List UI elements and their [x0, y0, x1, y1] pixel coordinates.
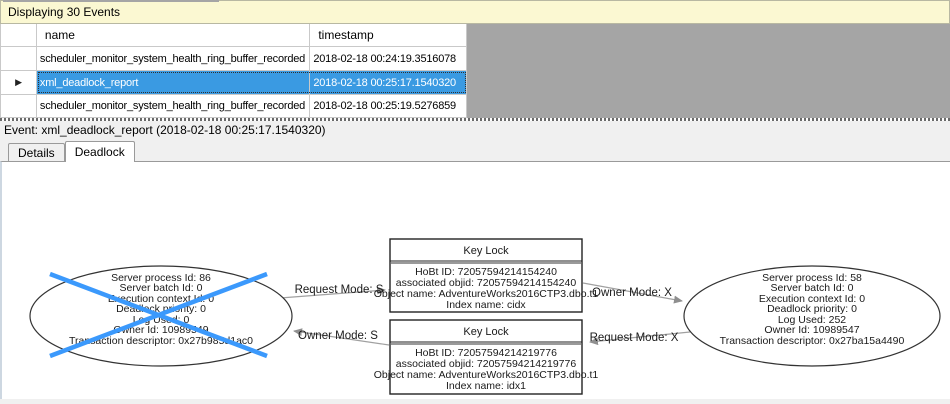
event-detail-label: Event: xml_deadlock_report (2018-02-18 0… — [4, 123, 326, 137]
detail-tabstrip: Details Deadlock — [0, 139, 950, 162]
column-header-timestamp[interactable]: timestamp — [310, 24, 467, 47]
process-node-victim[interactable]: Server process Id: 86 Server batch Id: 0… — [29, 265, 293, 367]
process-node[interactable]: Server process Id: 58 Server batch Id: 0… — [683, 265, 941, 367]
process-left-line: Server batch Id: 0 — [120, 282, 203, 294]
events-count-bar: Displaying 30 Events — [0, 0, 950, 24]
victim-cross-icon — [49, 271, 268, 359]
row-selector-cell[interactable] — [1, 95, 37, 118]
event-name-cell[interactable]: scheduler_monitor_system_health_ring_buf… — [36, 95, 311, 118]
current-row-arrow-icon: ▶ — [15, 77, 22, 87]
row-selector-cell[interactable] — [1, 47, 37, 71]
edge-request-s: Request Mode: S — [279, 284, 386, 299]
horizontal-splitter[interactable] — [0, 118, 950, 121]
events-grid: name timestamp scheduler_monitor_system_… — [0, 24, 467, 118]
events-count-label: Displaying 30 Events — [8, 5, 121, 19]
resource-bottom-line: HoBt ID: 72057594214219776 — [415, 347, 557, 359]
tab-details[interactable]: Details — [8, 143, 65, 161]
resource-top-line: Object name: AdventureWorks2016CTP3.dbo.… — [374, 288, 599, 300]
grid-header-row: name timestamp — [1, 24, 467, 47]
resource-bottom-line: Index name: idx1 — [446, 380, 526, 392]
table-row[interactable]: scheduler_monitor_system_health_ring_buf… — [1, 95, 467, 118]
process-right-line: Log Used: 252 — [778, 314, 846, 326]
table-row-selected[interactable]: ▶ xml_deadlock_report 2018-02-18 00:25:1… — [1, 71, 467, 95]
resource-bottom-title: Key Lock — [463, 326, 509, 338]
event-name-cell[interactable]: xml_deadlock_report — [36, 71, 311, 95]
resource-node-keylock-bottom[interactable]: Key Lock HoBt ID: 72057594214219776 asso… — [374, 319, 599, 395]
event-name-cell[interactable]: scheduler_monitor_system_health_ring_buf… — [36, 47, 311, 71]
process-left-line: Server process Id: 86 — [111, 272, 211, 284]
events-grid-area: name timestamp scheduler_monitor_system_… — [0, 24, 950, 118]
top-edge-sliver — [3, 0, 219, 2]
edge-owner-s-label: Owner Mode: S — [298, 330, 378, 342]
event-timestamp-cell[interactable]: 2018-02-18 00:25:17.1540320 — [310, 71, 467, 95]
column-header-name[interactable]: name — [36, 24, 311, 47]
process-right-line: Transaction descriptor: 0x27ba15a4490 — [720, 335, 905, 347]
resource-bottom-line: Object name: AdventureWorks2016CTP3.dbo.… — [374, 369, 599, 381]
resource-bottom-line: associated objid: 72057594214219776 — [396, 358, 577, 370]
event-timestamp-cell[interactable]: 2018-02-18 00:25:19.5276859 — [310, 95, 467, 118]
row-selector-header — [1, 24, 37, 47]
process-right-line: Execution context Id: 0 — [759, 293, 865, 305]
process-right-line: Server process Id: 58 — [762, 272, 862, 284]
table-row[interactable]: scheduler_monitor_system_health_ring_buf… — [1, 47, 467, 71]
event-detail-bar: Event: xml_deadlock_report (2018-02-18 0… — [0, 121, 950, 139]
tab-deadlock-label: Deadlock — [74, 145, 125, 159]
edge-request-x: Request Mode: X — [589, 331, 691, 346]
resource-top-line: Index name: cidx — [446, 299, 526, 311]
row-selector-cell[interactable]: ▶ — [1, 71, 37, 95]
edge-owner-s: Owner Mode: S — [293, 328, 390, 346]
edge-owner-x-label: Owner Mode: X — [592, 287, 672, 299]
deadlock-graph: Request Mode: S Owner Mode: S Owner Mode… — [29, 238, 941, 395]
tab-deadlock[interactable]: Deadlock — [64, 141, 135, 162]
tab-details-label: Details — [18, 145, 55, 160]
process-right-line: Server batch Id: 0 — [771, 282, 854, 294]
resource-node-keylock-top[interactable]: Key Lock HoBt ID: 72057594214154240 asso… — [374, 238, 599, 313]
edge-owner-x: Owner Mode: X — [582, 282, 683, 304]
deadlock-graph-panel: Request Mode: S Owner Mode: S Owner Mode… — [0, 161, 950, 399]
event-timestamp-cell[interactable]: 2018-02-18 00:24:19.3516078 — [310, 47, 467, 71]
resource-top-title: Key Lock — [463, 245, 509, 257]
resource-top-line: associated objid: 72057594214154240 — [396, 277, 577, 289]
edge-request-x-label: Request Mode: X — [590, 332, 679, 344]
process-right-line: Owner Id: 10989547 — [764, 324, 859, 336]
resource-top-line: HoBt ID: 72057594214154240 — [415, 266, 557, 278]
process-left-line: Transaction descriptor: 0x27b985d1ac0 — [69, 335, 253, 347]
process-right-line: Deadlock priority: 0 — [767, 303, 857, 315]
edge-request-s-label: Request Mode: S — [295, 284, 384, 296]
